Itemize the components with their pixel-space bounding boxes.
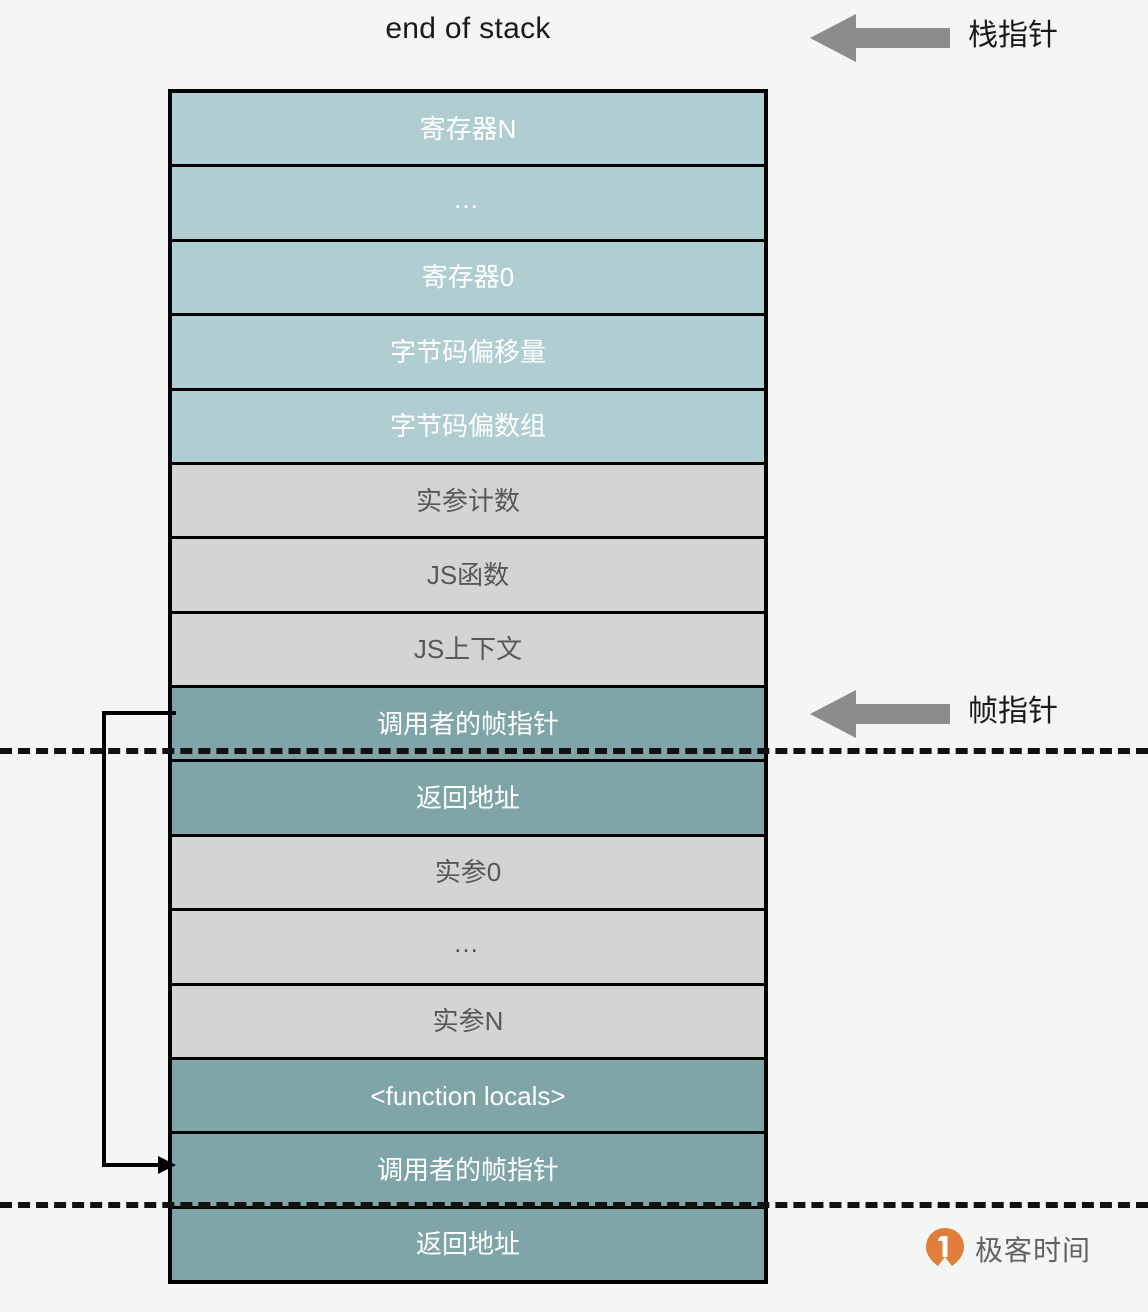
stack-slot-label: 调用者的帧指针 <box>376 1154 559 1185</box>
stack-slot-js-function: JS函数 <box>172 539 764 614</box>
stack-slot-register-n: 寄存器N <box>172 93 764 168</box>
stack-pointer-label: 栈指针 <box>968 19 1058 52</box>
stack-slot-label: JS上下文 <box>413 634 523 665</box>
geektime-logo-icon <box>926 1228 964 1270</box>
stack-slot-bytecode-offset: 字节码偏移量 <box>172 316 764 391</box>
stack-slot-label: 实参0 <box>434 857 502 888</box>
stack-slot-argument-n: 实参N <box>172 985 764 1060</box>
stack-slot-argument-count: 实参计数 <box>172 464 764 540</box>
stack-slot-label: 调用者的帧指针 <box>376 708 559 739</box>
stack-slot-label: 实参N <box>432 1006 504 1037</box>
stack-slot-label: 返回地址 <box>415 783 520 814</box>
stack-slot-label: <function locals> <box>370 1080 566 1111</box>
stack-slot-label: JS函数 <box>426 559 510 590</box>
watermark-text: 极客时间 <box>975 1235 1092 1266</box>
stack-slot-return-address-upper: 返回地址 <box>172 762 764 837</box>
stack-slot-js-context: JS上下文 <box>172 613 764 688</box>
stack-slot-arguments-ellipsis: … <box>172 911 764 986</box>
stack-slot-label: 寄存器N <box>419 113 517 144</box>
stack-slot-return-address-lower: 返回地址 <box>172 1208 764 1280</box>
stack-slot-label: … <box>453 184 483 215</box>
stack-slot-register-0: 寄存器0 <box>172 241 764 317</box>
left-arrow-icon <box>810 14 950 62</box>
stack-pointer-annotation: 栈指针 <box>810 12 1058 64</box>
diagram-title: end of stack <box>385 12 551 45</box>
watermark: 极客时间 <box>925 1227 1091 1271</box>
frame-pointer-label: 帧指针 <box>968 695 1058 728</box>
stack-slot-bytecode-array: 字节码偏数组 <box>172 390 764 465</box>
frame-boundary-dashed-line-lower <box>0 1202 1148 1208</box>
stack-slot-label: 寄存器0 <box>421 262 515 293</box>
stack-slot-label: … <box>453 927 483 958</box>
frame-boundary-dashed-line-upper <box>0 748 1148 754</box>
stack-slot-label: 实参计数 <box>415 485 520 516</box>
stack-slot-argument-0: 实参0 <box>172 836 764 912</box>
frame-pointer-annotation: 帧指针 <box>810 688 1058 740</box>
left-arrow-icon <box>810 690 950 738</box>
stack-box: 寄存器N … 寄存器0 字节码偏移量 字节码偏数组 实参计数 JS函数 JS上下… <box>168 89 768 1284</box>
stack-slot-caller-frame-pointer-lower: 调用者的帧指针 <box>172 1134 764 1209</box>
stack-slot-function-locals: <function locals> <box>172 1059 764 1135</box>
stack-slot-label: 字节码偏数组 <box>389 411 546 442</box>
stack-slot-registers-ellipsis: … <box>172 167 764 242</box>
stack-slot-label: 字节码偏移量 <box>389 336 546 367</box>
caller-frame-pointer-link-arrow <box>102 711 176 1174</box>
stack-slot-label: 返回地址 <box>415 1229 520 1260</box>
